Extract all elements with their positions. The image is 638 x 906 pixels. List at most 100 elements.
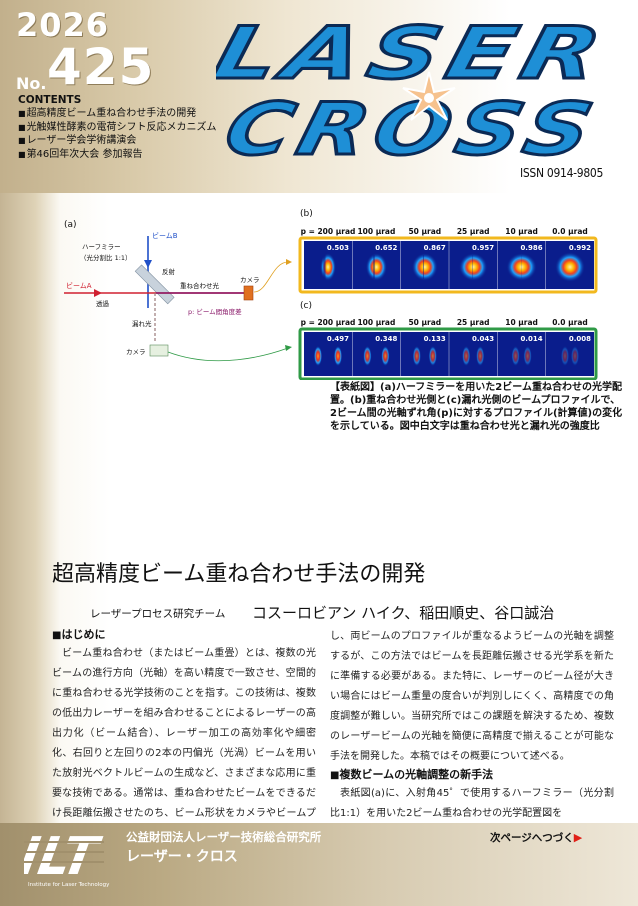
issn: ISSN 0914-9805 bbox=[520, 166, 604, 180]
section-heading-method: 複数ビームの光軸調整の新手法 bbox=[330, 767, 614, 784]
intensity-ratio: 0.043 bbox=[472, 335, 494, 343]
method-paragraph: 表紙図(a)に、入射角45゜で使用するハーフミラー（光分割比1:1）を用いた2ビ… bbox=[330, 788, 614, 819]
profile-tile: 0.008 bbox=[546, 332, 594, 376]
angle-heading: 50 μrad bbox=[408, 227, 441, 236]
angle-heading: 0.0 μrad bbox=[552, 318, 588, 327]
beam-b-arrow-icon bbox=[144, 260, 152, 268]
transmit-label: 透過 bbox=[96, 299, 110, 308]
contents-list: 超高精度ビーム重ね合わせ手法の開発 光触媒性酵素の電荷シフト反応メカニズム レー… bbox=[18, 107, 217, 161]
angle-heading: p = 200 μrad bbox=[301, 318, 356, 327]
intensity-ratio: 0.348 bbox=[375, 335, 397, 343]
panel-a-layout: (a) ビームB ハーフミラー （光分割比 1:1） ビームA 透過 反射 重ね… bbox=[64, 220, 292, 362]
camera-bottom-icon bbox=[149, 344, 169, 357]
issue-number: 425 bbox=[47, 38, 155, 96]
profile-tile: 0.867 bbox=[400, 241, 449, 289]
cover-figure: (a) ビームB ハーフミラー （光分割比 1:1） ビームA 透過 反射 重ね… bbox=[64, 209, 598, 380]
camera-bottom-label: カメラ bbox=[126, 348, 146, 356]
profile-tile: 0.957 bbox=[449, 241, 498, 289]
angle-heading: p = 200 μrad bbox=[301, 227, 356, 236]
profile-tile: 0.503 bbox=[304, 241, 352, 289]
connector-bottom bbox=[167, 347, 289, 362]
intensity-ratio: 0.503 bbox=[327, 244, 349, 252]
angle-heading: 50 μrad bbox=[408, 318, 441, 327]
profile-tile: 0.348 bbox=[352, 332, 401, 376]
intensity-ratio: 0.867 bbox=[424, 244, 446, 252]
profile-tile: 0.992 bbox=[546, 241, 594, 289]
intensity-ratio: 0.008 bbox=[569, 335, 591, 343]
section-heading-intro: はじめに bbox=[52, 627, 316, 644]
leak-label: 漏れ光 bbox=[132, 319, 152, 328]
panel-a-label: (a) bbox=[64, 220, 77, 230]
contents-item[interactable]: 第46回年次大会 参加報告 bbox=[18, 148, 217, 162]
laser-cross-logo: LASER CROSS bbox=[216, 14, 618, 164]
intro-paragraph: ビーム重ね合わせ（またはビーム重畳）とは、複数の光ビームの進行方向（光軸）を高い… bbox=[52, 648, 316, 819]
panel-c-frame bbox=[298, 327, 598, 380]
angle-heading: 100 μrad bbox=[357, 318, 395, 327]
footer-band bbox=[0, 823, 638, 906]
half-mirror-label: ハーフミラー bbox=[82, 243, 121, 251]
angle-heading: 0.0 μrad bbox=[552, 227, 588, 236]
profile-tile: 0.133 bbox=[400, 332, 449, 376]
profile-tile: 0.986 bbox=[497, 241, 546, 289]
angle-label: p: ビーム間角度差 bbox=[188, 307, 242, 316]
intensity-ratio: 0.497 bbox=[327, 335, 349, 343]
intensity-ratio: 0.133 bbox=[424, 335, 446, 343]
profile-tile: 0.043 bbox=[449, 332, 498, 376]
camera-top-label: カメラ bbox=[240, 276, 260, 284]
intro-paragraph-continued: し、両ビームのプロファイルが重なるようビームの光軸を調整するが、この方法ではビー… bbox=[330, 631, 614, 762]
split-ratio-label: （光分割比 1:1） bbox=[80, 253, 132, 262]
profile-tile: 0.497 bbox=[304, 332, 352, 376]
connector-bottom-arrow-icon bbox=[285, 345, 292, 351]
article-title: 超高精度ビーム重ね合わせ手法の開発 bbox=[52, 562, 426, 587]
half-mirror bbox=[134, 264, 175, 305]
organization-name: 公益財団法人レーザー技術総合研究所 bbox=[126, 830, 322, 844]
profile-tile: 0.652 bbox=[352, 241, 401, 289]
issue-prefix: No. bbox=[16, 74, 47, 93]
ilt-logo-text: ILT bbox=[24, 826, 104, 880]
next-page-label: 次ページへつづく bbox=[490, 832, 574, 844]
next-page-link[interactable]: 次ページへつづく▶ bbox=[490, 830, 582, 845]
camera-top-icon bbox=[243, 285, 254, 301]
publication-name: レーザー・クロス bbox=[126, 849, 238, 865]
ilt-logo: ILT bbox=[24, 826, 104, 880]
intensity-ratio: 0.014 bbox=[520, 335, 542, 343]
article-authors: コスーロビアン ハイク、稲田順史、谷口誠治 bbox=[252, 604, 555, 622]
panel-b-label: (b) bbox=[300, 209, 313, 219]
logo-star-icon bbox=[402, 71, 456, 121]
ilt-tagline: Institute for Laser Technology bbox=[28, 882, 110, 888]
article-column-right: し、両ビームのプロファイルが重なるようビームの光軸を調整するが、この方法ではビー… bbox=[330, 627, 614, 822]
contents-item[interactable]: レーザー学会学術講演会 bbox=[18, 134, 217, 148]
beam-b-label: ビームB bbox=[152, 231, 178, 240]
contents-heading: CONTENTS bbox=[18, 94, 82, 106]
beam-a-label: ビームA bbox=[66, 281, 92, 290]
combined-label: 重ね合わせ光 bbox=[180, 281, 220, 290]
issue-year: 2026 bbox=[16, 6, 110, 44]
intensity-ratio: 0.957 bbox=[472, 244, 494, 252]
next-arrow-icon: ▶ bbox=[573, 831, 583, 844]
research-team: レーザープロセス研究チーム bbox=[90, 608, 226, 620]
connector-top bbox=[253, 261, 289, 293]
angle-heading: 10 μrad bbox=[505, 318, 538, 327]
intensity-ratio: 0.986 bbox=[520, 244, 542, 252]
panel-b-frame bbox=[298, 236, 598, 294]
intensity-ratio: 0.992 bbox=[569, 244, 591, 252]
panel-c-label: (c) bbox=[300, 301, 312, 311]
beam-a-arrow-icon bbox=[94, 289, 102, 297]
angle-heading: 25 μrad bbox=[457, 318, 490, 327]
logo-word-cross: CROSS bbox=[217, 88, 608, 164]
reflect-label: 反射 bbox=[162, 267, 176, 276]
angle-heading: 100 μrad bbox=[357, 227, 395, 236]
contents-item[interactable]: 光触媒性酵素の電荷シフト反応メカニズム bbox=[18, 121, 217, 135]
angle-heading: 25 μrad bbox=[457, 227, 490, 236]
profile-tile: 0.014 bbox=[497, 332, 546, 376]
figure-caption: 【表紙図】(a)ハーフミラーを用いた2ビーム重ね合わせの光学配置。(b)重ね合わ… bbox=[330, 382, 623, 432]
article-column-left: はじめに ビーム重ね合わせ（またはビーム重畳）とは、複数の光ビームの進行方向（光… bbox=[52, 627, 316, 822]
intensity-ratio: 0.652 bbox=[375, 244, 397, 252]
logo-word-laser: LASER bbox=[216, 14, 616, 96]
connector-top-arrow-icon bbox=[286, 259, 292, 265]
angle-heading: 10 μrad bbox=[505, 227, 538, 236]
contents-item[interactable]: 超高精度ビーム重ね合わせ手法の開発 bbox=[18, 107, 217, 121]
